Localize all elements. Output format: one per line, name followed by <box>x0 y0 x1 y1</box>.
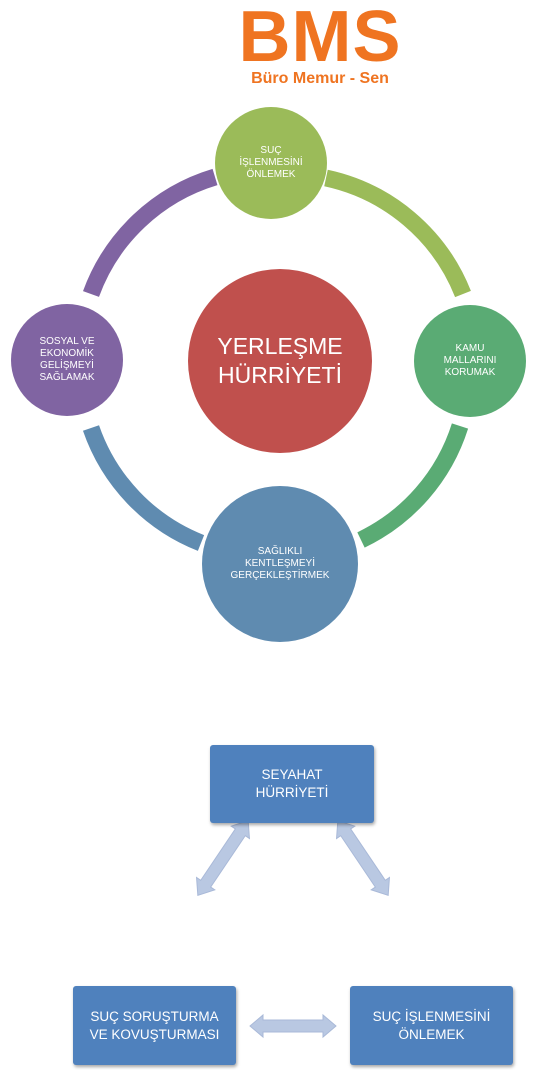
top-circle <box>215 107 327 219</box>
arrow-bottom <box>249 1013 337 1039</box>
center-label: YERLEŞME HÜRRİYETİ <box>217 333 343 388</box>
box-seyahat: SEYAHAT HÜRRİYETİ <box>210 745 374 823</box>
arc-left-top <box>83 168 218 297</box>
left-circle-label: SOSYAL VE EKONOMİK GELİŞMEYİ SAĞLAMAK <box>39 336 95 383</box>
right-circle-label: KAMU MALLARINI KORUMAK <box>443 343 497 378</box>
arc-bottom-left <box>82 425 205 551</box>
bottom-circle-label: SAĞLIKLI KENTLEŞMEYİ GERÇEKLEŞTİRMEK <box>230 546 330 581</box>
right-circle <box>414 305 526 417</box>
bms-logo: BMS Büro Memur - Sen <box>210 0 430 90</box>
arrow-top-right <box>335 820 391 896</box>
arc-right-bottom <box>357 423 469 548</box>
bottom-circle <box>202 486 358 642</box>
box-onlemek: SUÇ İŞLENMESİNİ ÖNLEMEK <box>350 986 513 1065</box>
center-circle <box>188 269 372 453</box>
left-circle <box>11 304 123 416</box>
logo-subtitle: Büro Memur - Sen <box>251 70 389 87</box>
logo-title: BMS <box>238 0 402 77</box>
box-sorusturma: SUÇ SORUŞTURMA VE KOVUŞTURMASI <box>73 986 236 1065</box>
arrow-top-left <box>195 820 251 896</box>
top-circle-label: SUÇ İŞLENMESİNİ ÖNLEMEK <box>239 145 303 180</box>
arc-top-right <box>324 169 471 298</box>
